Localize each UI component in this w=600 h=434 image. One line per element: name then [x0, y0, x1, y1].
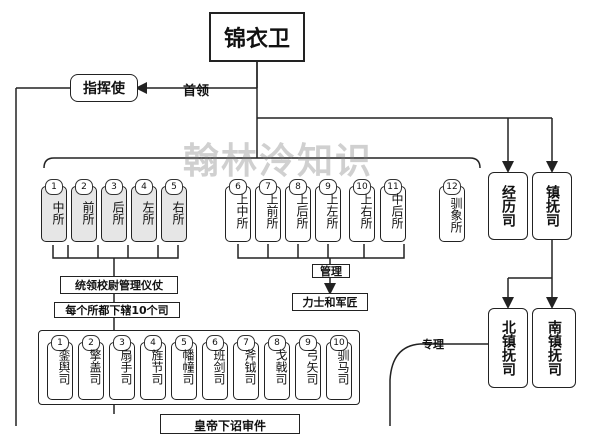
guanli-label: 管理: [312, 264, 350, 278]
bottom-partial-box: 皇帝下诏审件: [160, 414, 300, 434]
si-number: 7: [237, 335, 255, 351]
si-label: 扇手司: [119, 349, 133, 385]
suo-11: 11 中后所: [380, 179, 406, 242]
si-label: 弓矢司: [305, 349, 319, 385]
suo-label: 后所: [111, 201, 125, 225]
suo-label: 上右所: [359, 193, 373, 229]
suo-6: 6 上中所: [225, 179, 251, 242]
suo-label: 右所: [171, 201, 185, 225]
suo-label: 中所: [51, 201, 65, 225]
suo-number: 8: [289, 179, 307, 195]
suo-number: 12: [443, 179, 461, 195]
suo-12: 12 驯象所: [439, 179, 465, 242]
suo-5: 5 右所: [161, 179, 187, 242]
si-number: 5: [175, 335, 193, 351]
suo-label: 驯象所: [449, 197, 463, 233]
si-number: 1: [51, 335, 69, 351]
si-4: 4 旌节司: [140, 335, 166, 400]
suo-4: 4 左所: [131, 179, 157, 242]
zhuanli-label: 专理: [422, 338, 444, 351]
suo-9: 9 上左所: [315, 179, 341, 242]
office-south-zhenfu: 南镇抚司: [532, 308, 576, 388]
tongling-label: 统领校尉管理仪仗: [60, 276, 178, 294]
si-label: 班剑司: [212, 349, 226, 385]
suo-number: 5: [165, 179, 183, 195]
si-label: 驯马司: [336, 349, 350, 385]
suo-number: 7: [259, 179, 277, 195]
suo-number: 3: [105, 179, 123, 195]
suo-number: 9: [319, 179, 337, 195]
si-number: 9: [299, 335, 317, 351]
lishi-label: 力士和军匠: [292, 293, 368, 311]
suo-label: 上左所: [325, 193, 339, 229]
suo-label: 前所: [81, 201, 95, 225]
office-zhenfu: 镇抚司: [532, 172, 572, 240]
suo-number: 10: [353, 179, 371, 195]
suo-2: 2 前所: [71, 179, 97, 242]
suo-label: 上后所: [295, 193, 309, 229]
suo-label: 左所: [141, 201, 155, 225]
suo-number: 6: [229, 179, 247, 195]
title-jinyiwei: 锦衣卫: [209, 12, 305, 62]
suo-number: 1: [45, 179, 63, 195]
suo-10: 10 上右所: [349, 179, 375, 242]
suo-label: 上前所: [265, 193, 279, 229]
si-8: 8 戈戟司: [264, 335, 290, 400]
si-number: 8: [268, 335, 286, 351]
suo-7: 7 上前所: [255, 179, 281, 242]
suo-number: 11: [384, 179, 402, 195]
si-number: 6: [206, 335, 224, 351]
si-number: 4: [144, 335, 162, 351]
si-label: 擎盖司: [88, 349, 102, 385]
si-label: 戈戟司: [274, 349, 288, 385]
si-number: 3: [113, 335, 131, 351]
suo-1: 1 中所: [41, 179, 67, 242]
suo-label: 上中所: [235, 193, 249, 229]
si-7: 7 斧钺司: [233, 335, 259, 400]
si-label: 銮舆司: [57, 349, 71, 385]
suo-label: 中后所: [390, 193, 404, 229]
si-label: 幡幢司: [181, 349, 195, 385]
office-north-zhenfu: 北镇抚司: [488, 308, 528, 388]
si-label: 旌节司: [150, 349, 164, 385]
suo-number: 4: [135, 179, 153, 195]
si-3: 3 扇手司: [109, 335, 135, 400]
watermark: 翰林泠知识: [183, 141, 374, 182]
head-label: 首领: [183, 84, 210, 99]
suo-8: 8 上后所: [285, 179, 311, 242]
si-5: 5 幡幢司: [171, 335, 197, 400]
commander-box: 指挥使: [70, 74, 138, 102]
si-10: 10 驯马司: [326, 335, 352, 400]
si-label: 斧钺司: [243, 349, 257, 385]
si-9: 9 弓矢司: [295, 335, 321, 400]
si-number: 10: [330, 335, 348, 351]
si-number: 2: [82, 335, 100, 351]
si-6: 6 班剑司: [202, 335, 228, 400]
each-suo-label: 每个所都下辖10个司: [54, 302, 180, 318]
suo-3: 3 后所: [101, 179, 127, 242]
si-1: 1 銮舆司: [47, 335, 73, 400]
si-2: 2 擎盖司: [78, 335, 104, 400]
office-jingli: 经历司: [488, 172, 528, 240]
suo-number: 2: [75, 179, 93, 195]
